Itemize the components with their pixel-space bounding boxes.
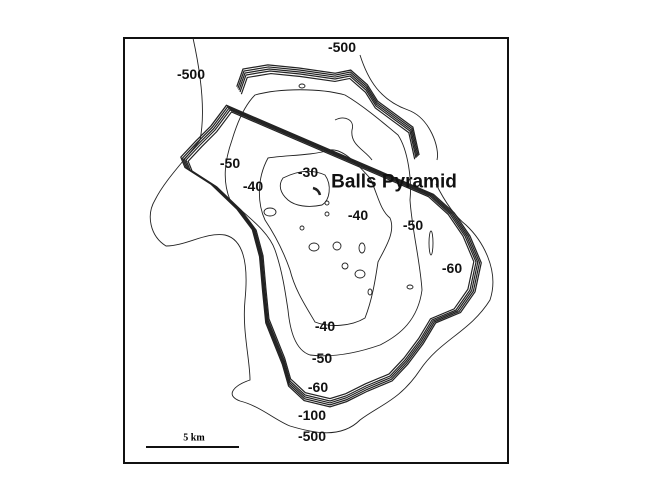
contour-label: -50 bbox=[219, 155, 241, 171]
contour-label: -50 bbox=[402, 217, 424, 233]
contour-500-top bbox=[359, 54, 438, 161]
contour-label: -100 bbox=[297, 407, 327, 423]
contour-40-north bbox=[334, 117, 373, 161]
islets bbox=[263, 83, 434, 296]
map-title: Balls Pyramid bbox=[331, 171, 457, 193]
contour-label: -40 bbox=[347, 207, 369, 223]
balls-pyramid-island bbox=[312, 186, 322, 196]
contour-label: -50 bbox=[311, 350, 333, 366]
map-frame bbox=[123, 37, 509, 464]
contour-label: -40 bbox=[314, 318, 336, 334]
contour-label: -500 bbox=[176, 66, 206, 82]
contour-40 bbox=[258, 149, 393, 326]
contour-label: -500 bbox=[327, 39, 357, 55]
scale-label: 5 km bbox=[183, 432, 205, 444]
contour-label: -60 bbox=[441, 260, 463, 276]
contour-500-left bbox=[149, 37, 494, 434]
contour-label: -60 bbox=[307, 379, 329, 395]
contour-label: -30 bbox=[297, 164, 319, 180]
contour-label: -40 bbox=[242, 178, 264, 194]
contour-label: -500 bbox=[297, 428, 327, 444]
contour-30 bbox=[279, 170, 330, 207]
contour-50 bbox=[224, 89, 423, 357]
contour-shelf-bundle bbox=[180, 64, 482, 408]
